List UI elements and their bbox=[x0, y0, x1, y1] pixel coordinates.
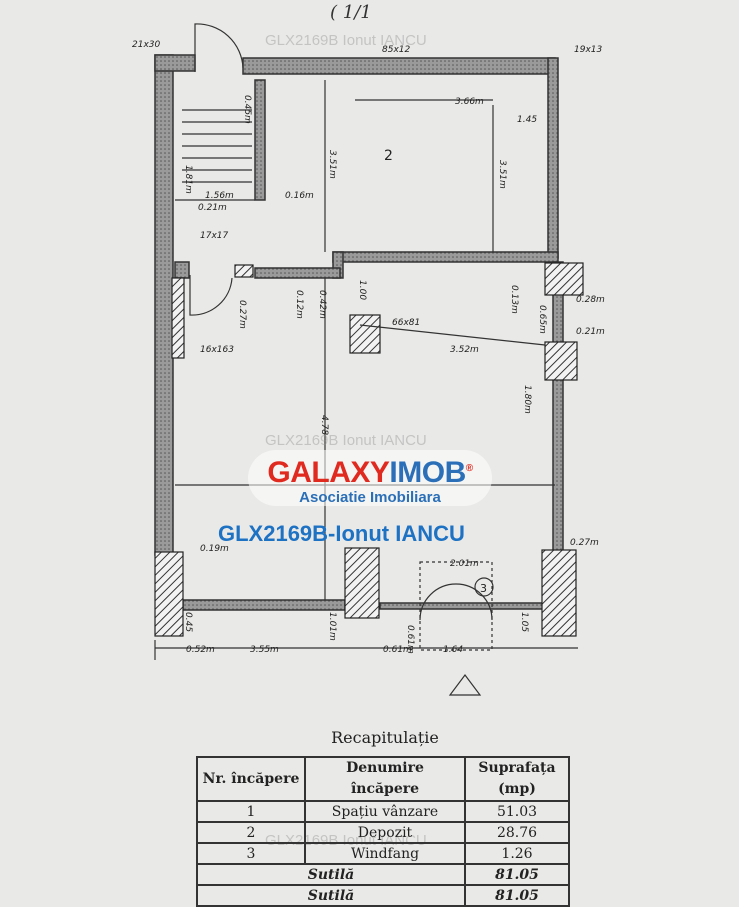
table-row: 1 Spațiu vânzare 51.03 bbox=[196, 800, 570, 823]
label-d101: 1.01m bbox=[327, 612, 337, 641]
label-d027: 0.27m bbox=[237, 300, 247, 329]
agent-code: GLX2169B-Ionut IANCU bbox=[218, 521, 465, 546]
label-d366: 3.66m bbox=[455, 97, 484, 107]
label-d045b: 0.45 bbox=[183, 612, 193, 632]
logo-registered-mark: ® bbox=[465, 463, 473, 474]
recap-table: Nr. încăpere Denumire încăpere Suprafața… bbox=[196, 756, 570, 907]
total-row: Sutilă 81.05 bbox=[196, 863, 570, 886]
label-d156: 1.56m bbox=[205, 191, 234, 201]
watermark-middle: GLX2169B Ionut IANCU bbox=[265, 432, 427, 449]
label-d181: 1.81m bbox=[183, 165, 193, 194]
cell-room-name: Depozit bbox=[304, 821, 466, 844]
label-d201: 2.01m bbox=[450, 559, 479, 569]
logo-wordmark: GALAXYIMOB® bbox=[248, 452, 492, 490]
label-d028: 0.28m bbox=[576, 295, 605, 305]
watermark-top: GLX2169B Ionut IANCU bbox=[265, 32, 427, 49]
partial-value: 81.05 bbox=[464, 884, 570, 907]
cell-room-no: 1 bbox=[196, 800, 306, 823]
cell-room-name: Windfang bbox=[304, 842, 466, 865]
label-col-tl: 21x30 bbox=[132, 40, 161, 50]
header-scribble: ( 1/1 bbox=[330, 2, 372, 23]
label-d105: 1.05 bbox=[519, 612, 529, 632]
recap-header-row: Nr. încăpere Denumire încăpere Suprafața… bbox=[196, 756, 570, 802]
total-label: Sutilă bbox=[196, 863, 466, 886]
interior-lines bbox=[154, 23, 578, 696]
plan-labels: 21x30 85x12 19x13 17x17 16x163 66x81 3.6… bbox=[132, 40, 605, 655]
label-d021b: 0.21m bbox=[576, 327, 605, 337]
label-d019: 0.19m bbox=[200, 544, 229, 554]
label-d145: 1.45 bbox=[517, 115, 537, 125]
cell-area: 1.26 bbox=[464, 842, 570, 865]
label-d013: 0.13m bbox=[509, 285, 519, 314]
recap-title: Recapitulație bbox=[331, 728, 439, 747]
label-d355: 3.55m bbox=[250, 645, 279, 655]
partial-label: Sutilă bbox=[196, 884, 466, 907]
total-value: 81.05 bbox=[464, 863, 570, 886]
label-col-top: 85x12 bbox=[382, 45, 411, 55]
label-d100a: 1.00 bbox=[357, 280, 367, 300]
label-d016: 0.16m bbox=[285, 191, 314, 201]
label-d351b: 3.51m bbox=[497, 160, 507, 189]
table-row: 2 Depozit 28.76 bbox=[196, 821, 570, 844]
galaxyimob-logo: GALAXYIMOB® Asociatie Imobiliara bbox=[248, 450, 492, 506]
room-3-number: 3 bbox=[480, 582, 487, 595]
logo-subtitle: Asociatie Imobiliara bbox=[299, 489, 441, 506]
label-d021a: 0.21m bbox=[198, 203, 227, 213]
label-d352: 3.52m bbox=[450, 345, 479, 355]
header-room-name: Denumire încăpere bbox=[304, 756, 466, 802]
label-d0611: 0.61m bbox=[405, 625, 415, 654]
partial-row: Sutilă 81.05 bbox=[196, 884, 570, 907]
cell-room-name: Spațiu vânzare bbox=[304, 800, 466, 823]
cell-area: 51.03 bbox=[464, 800, 570, 823]
label-d351a: 3.51m bbox=[327, 150, 337, 179]
label-col-tr: 19x13 bbox=[574, 45, 603, 55]
columns bbox=[154, 262, 584, 637]
label-col-center: 66x81 bbox=[392, 318, 420, 328]
label-d065: 0.65m bbox=[537, 305, 547, 334]
label-d478: 4.78 bbox=[319, 415, 329, 435]
label-d027b: 0.27m bbox=[570, 538, 599, 548]
cell-room-no: 3 bbox=[196, 842, 306, 865]
label-d012: 0.12m bbox=[294, 290, 304, 319]
header-area: Suprafața (mp) bbox=[464, 756, 570, 802]
label-d180: 1.80m bbox=[522, 385, 532, 414]
header-room-no: Nr. încăpere bbox=[196, 756, 306, 802]
cell-area: 28.76 bbox=[464, 821, 570, 844]
label-col-left: 16x163 bbox=[200, 345, 234, 355]
label-d061: 0.61m bbox=[383, 645, 412, 655]
label-d042: 0.42m bbox=[317, 290, 327, 319]
label-col-mid: 17x17 bbox=[200, 231, 229, 241]
logo-brand-b: IMOB bbox=[389, 456, 466, 489]
label-d164: 1.64 bbox=[443, 645, 463, 655]
cell-room-no: 2 bbox=[196, 821, 306, 844]
label-d052: 0.52m bbox=[186, 645, 215, 655]
logo-brand-a: GALAXY bbox=[267, 456, 390, 489]
room-2-number: 2 bbox=[384, 148, 393, 164]
table-row: 3 Windfang 1.26 bbox=[196, 842, 570, 865]
label-d045: 0.45m bbox=[242, 95, 252, 124]
